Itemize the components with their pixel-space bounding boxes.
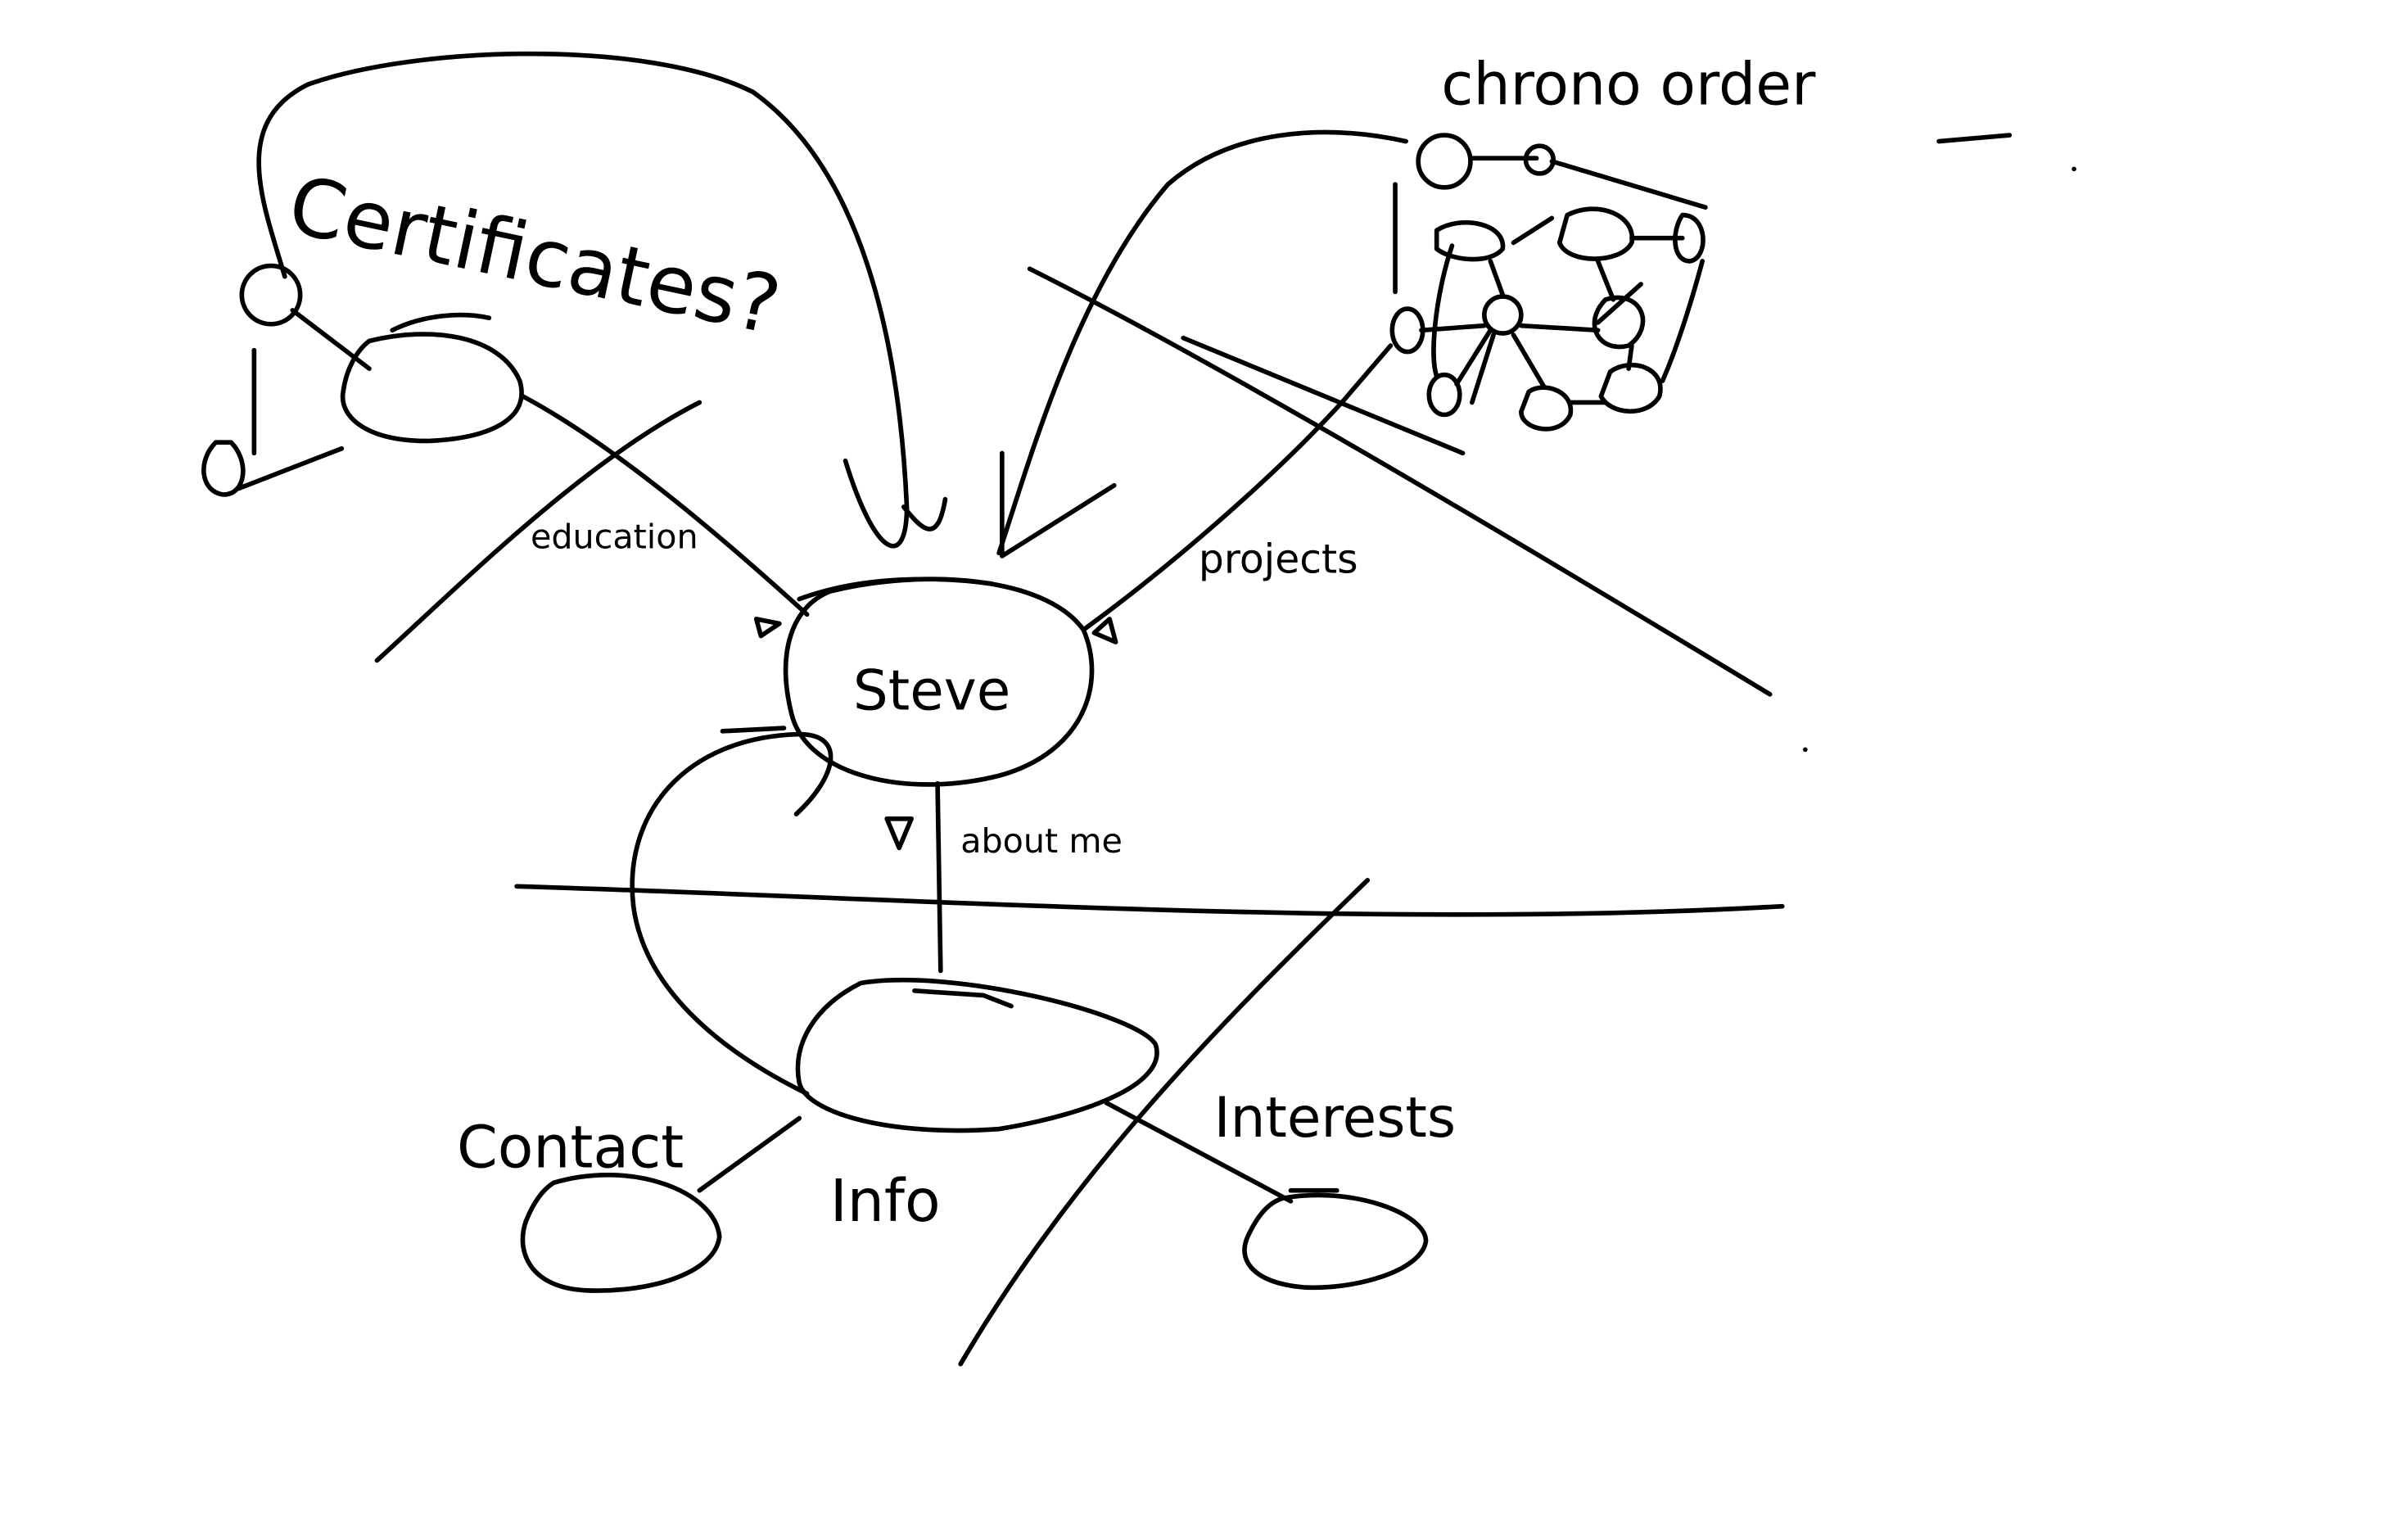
chrono-node-i xyxy=(1426,372,1462,418)
education-node xyxy=(340,332,524,444)
education-label: education xyxy=(531,518,698,557)
center-node-label: Steve xyxy=(853,658,1010,723)
chrono-node-a xyxy=(1416,133,1473,190)
education-subnode-2 xyxy=(201,440,246,497)
about-arrow-icon xyxy=(884,816,914,851)
contact-label: Contact xyxy=(457,1114,684,1182)
certificates-arrowhead xyxy=(901,496,948,531)
education-connector xyxy=(520,394,810,617)
interests-label: Interests xyxy=(1214,1085,1456,1150)
chrono-link-hk xyxy=(1626,343,1634,371)
chrono-node-d xyxy=(1556,206,1635,261)
certificates-arc xyxy=(256,51,910,549)
chrono-node-e xyxy=(1673,212,1705,264)
chrono-arrow-stem xyxy=(1000,450,1117,558)
center-node-top-stroke xyxy=(797,577,994,602)
chrono-node-f xyxy=(1389,306,1425,355)
stray-dot-1 xyxy=(2071,166,2076,172)
chrono-link-fg xyxy=(1419,323,1487,333)
chrono-order-label: chrono order xyxy=(1441,51,1816,119)
about-connector xyxy=(935,780,943,974)
interests-connector xyxy=(1104,1100,1294,1204)
education-subnode-1-link xyxy=(290,308,372,371)
contact-loop-tick xyxy=(720,726,787,734)
chrono-link-gi xyxy=(1454,328,1493,387)
chrono-link-cd xyxy=(1511,215,1555,246)
about-me-label: about me xyxy=(960,821,1123,861)
contact-info-node xyxy=(795,977,1159,1133)
projects-connector xyxy=(1081,343,1394,632)
projects-divider xyxy=(1027,266,1773,697)
certificates-label: Certificates? xyxy=(281,158,788,353)
projects-label: projects xyxy=(1199,537,1358,583)
chrono-link-dh xyxy=(1595,259,1616,302)
chrono-underline xyxy=(1936,133,2013,144)
chrono-node-h xyxy=(1592,295,1646,350)
chrono-link-hright xyxy=(1595,282,1643,325)
chrono-link-b-right xyxy=(1549,159,1708,210)
projects-arrow-icon xyxy=(1091,617,1118,644)
stray-dot-2 xyxy=(1803,747,1808,753)
chrono-link-ci xyxy=(1431,243,1455,379)
center-node xyxy=(783,577,1095,787)
contact-connector xyxy=(697,1115,802,1193)
about-divider xyxy=(514,884,1785,917)
chrono-node-k xyxy=(1598,363,1663,414)
contact-node xyxy=(520,1172,722,1293)
contact-loop xyxy=(630,731,834,1097)
education-divider xyxy=(374,400,703,663)
education-arrow-icon xyxy=(753,617,782,639)
chrono-tail-line xyxy=(1181,335,1466,456)
chrono-node-g xyxy=(1482,294,1524,336)
chrono-arc xyxy=(996,129,1408,556)
education-subnode-1 xyxy=(239,263,303,327)
chrono-link-gk xyxy=(1470,332,1496,405)
chrono-node-c xyxy=(1434,219,1506,262)
chrono-link-e-down xyxy=(1660,259,1705,383)
chrono-link-gh xyxy=(1519,323,1601,333)
education-subnode-2-link xyxy=(236,445,345,491)
interests-node xyxy=(1242,1192,1429,1291)
education-node-stroke xyxy=(390,312,492,333)
chrono-link-gj xyxy=(1511,332,1547,390)
info-label: Info xyxy=(830,1167,941,1235)
chrono-node-j xyxy=(1519,385,1574,432)
contact-info-top-stroke xyxy=(912,988,1014,1009)
interests-divider xyxy=(958,877,1371,1367)
chrono-link-cg xyxy=(1488,259,1506,297)
